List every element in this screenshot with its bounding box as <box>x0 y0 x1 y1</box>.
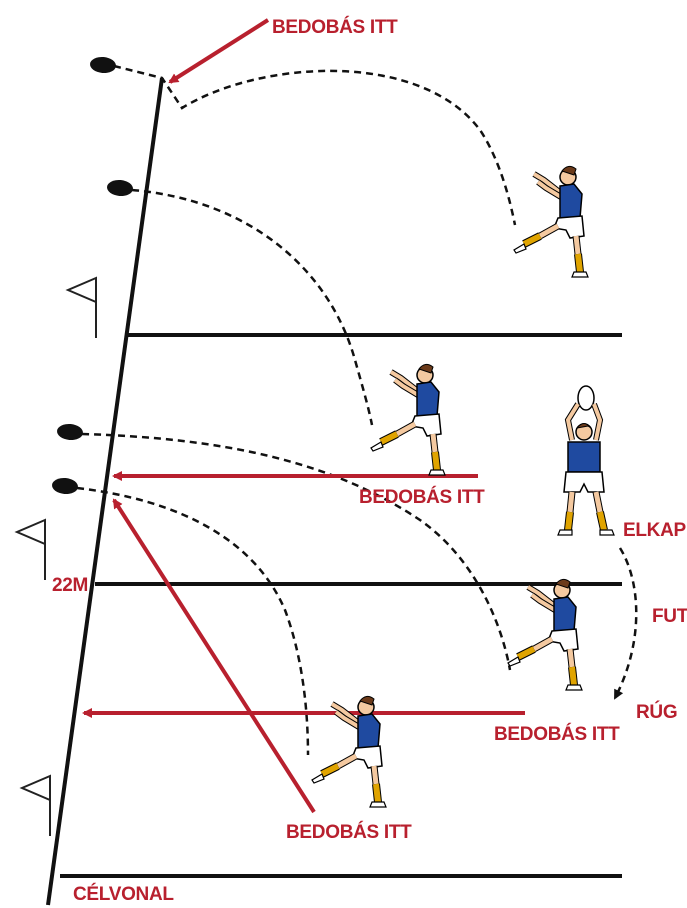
throw-in-arrow-bottom <box>112 498 316 814</box>
rugby-player-icon <box>371 364 445 475</box>
throw-in-arrow-top <box>168 18 270 84</box>
corner-flag-icon <box>21 775 51 837</box>
kick-label: RÚG <box>636 702 678 723</box>
rugby-ball-icon <box>90 56 116 74</box>
throw-in-label-bottom: BEDOBÁS ITT <box>286 822 412 843</box>
run-path-arrow <box>613 547 638 700</box>
run-label: FUT <box>652 606 687 627</box>
rugby-player-icon <box>558 386 614 535</box>
throw-in-label-right: BEDOBÁS ITT <box>494 724 620 745</box>
twenty-two-label: 22M <box>52 575 89 596</box>
rugby-ball-icon <box>107 179 133 197</box>
ball-path-third <box>81 432 512 671</box>
rugby-player-icon <box>514 166 588 277</box>
corner-flag-icon <box>16 519 46 581</box>
catch-label: ELKAP <box>623 520 686 541</box>
rugby-player-icon <box>508 579 582 690</box>
rugby-ball-icon <box>57 423 83 441</box>
corner-flag-icon <box>67 277 97 339</box>
ball-path-top <box>113 64 517 226</box>
goal-line-label: CÉLVONAL <box>73 884 174 905</box>
rugby-ball-icon <box>52 477 78 495</box>
throw-in-label-mid: BEDOBÁS ITT <box>359 487 485 508</box>
throw-in-label-top: BEDOBÁS ITT <box>272 17 398 38</box>
ball-path-second <box>131 188 374 426</box>
